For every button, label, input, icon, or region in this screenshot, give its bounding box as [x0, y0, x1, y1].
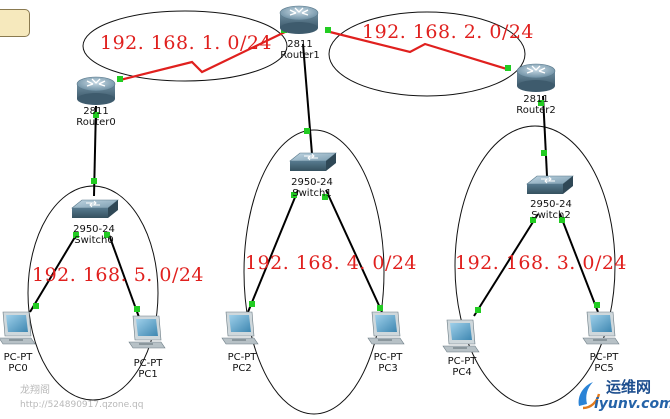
brand-logo: 运维网 iyunv.com — [575, 376, 670, 416]
router-icon-router2[interactable] — [516, 63, 556, 93]
pc0-model: PC-PT — [3, 352, 33, 363]
pc3-model: PC-PT — [373, 352, 403, 363]
router2-model: 2811 — [523, 94, 549, 105]
switch-icon-switch2[interactable] — [526, 175, 574, 195]
pc0-name: PC0 — [8, 363, 28, 374]
serial-link-r0-r1[interactable] — [119, 31, 286, 82]
switch1-model: 2950-24 — [291, 177, 333, 188]
pc4-model: PC-PT — [447, 356, 477, 367]
link-sw1-pc3[interactable] — [325, 189, 383, 313]
link-sw1-pc2[interactable] — [247, 189, 299, 313]
link-sw2-pc4[interactable] — [473, 213, 539, 317]
pc-icon-pc5[interactable] — [582, 311, 620, 345]
pc2-model: PC-PT — [227, 352, 257, 363]
brand-name-cn: 运维网 — [606, 378, 652, 396]
router0-name: Router0 — [76, 117, 116, 128]
pc2-name: PC2 — [232, 363, 252, 374]
network-ellipse-4 — [243, 129, 385, 415]
network-label-5: 192. 168. 5. 0/24 — [32, 264, 205, 286]
switch0-model: 2950-24 — [73, 224, 115, 235]
pc5-model: PC-PT — [589, 352, 619, 363]
pc1-model: PC-PT — [133, 358, 163, 369]
pc3-name: PC3 — [378, 363, 398, 374]
network-label-1: 192. 168. 1. 0/24 — [100, 32, 273, 54]
router-icon-router1[interactable] — [279, 5, 319, 35]
watermark-url: http://524890917.qzone.qq — [20, 400, 144, 410]
router0-model: 2811 — [83, 106, 109, 117]
router1-name: Router1 — [280, 50, 320, 61]
brand-name-en: iyunv.com — [594, 396, 670, 412]
link-r1-sw1[interactable] — [302, 43, 313, 155]
router-icon-router0[interactable] — [76, 76, 116, 106]
network-label-2: 192. 168. 2. 0/24 — [362, 21, 535, 43]
switch-icon-switch1[interactable] — [289, 152, 337, 172]
link-r2-sw2[interactable] — [542, 95, 548, 177]
switch1-name: Switch1 — [292, 188, 332, 199]
serial-link-r1-r2[interactable] — [329, 30, 511, 72]
network-ellipse-2 — [328, 11, 526, 97]
network-label-4: 192. 168. 4. 0/24 — [245, 252, 418, 274]
link-sw2-pc5[interactable] — [559, 213, 599, 313]
pc-icon-pc4[interactable] — [442, 319, 480, 353]
brand-swoosh-icon — [578, 382, 601, 410]
switch0-name: Switch0 — [74, 235, 114, 246]
switch-icon-switch0[interactable] — [71, 199, 119, 219]
network-ellipse-5 — [27, 185, 159, 401]
pc-icon-pc1[interactable] — [128, 315, 166, 349]
router2-name: Router2 — [516, 105, 556, 116]
link-sw0-pc0[interactable] — [29, 231, 79, 313]
pc1-name: PC1 — [138, 369, 158, 380]
partial-window-corner — [0, 9, 30, 37]
network-ellipse-3 — [454, 125, 616, 407]
pc-icon-pc2[interactable] — [221, 311, 259, 345]
pc5-name: PC5 — [594, 363, 614, 374]
link-sw0-pc1[interactable] — [107, 231, 141, 321]
pc4-name: PC4 — [452, 367, 472, 378]
watermark-title: 龙翔阁 — [20, 385, 50, 396]
router1-model: 2811 — [287, 39, 313, 50]
network-label-3: 192. 168. 3. 0/24 — [455, 252, 628, 274]
switch2-name: Switch2 — [531, 210, 571, 221]
switch2-model: 2950-24 — [530, 199, 572, 210]
pc-icon-pc3[interactable] — [367, 311, 405, 345]
network-ellipse-1 — [82, 10, 288, 82]
